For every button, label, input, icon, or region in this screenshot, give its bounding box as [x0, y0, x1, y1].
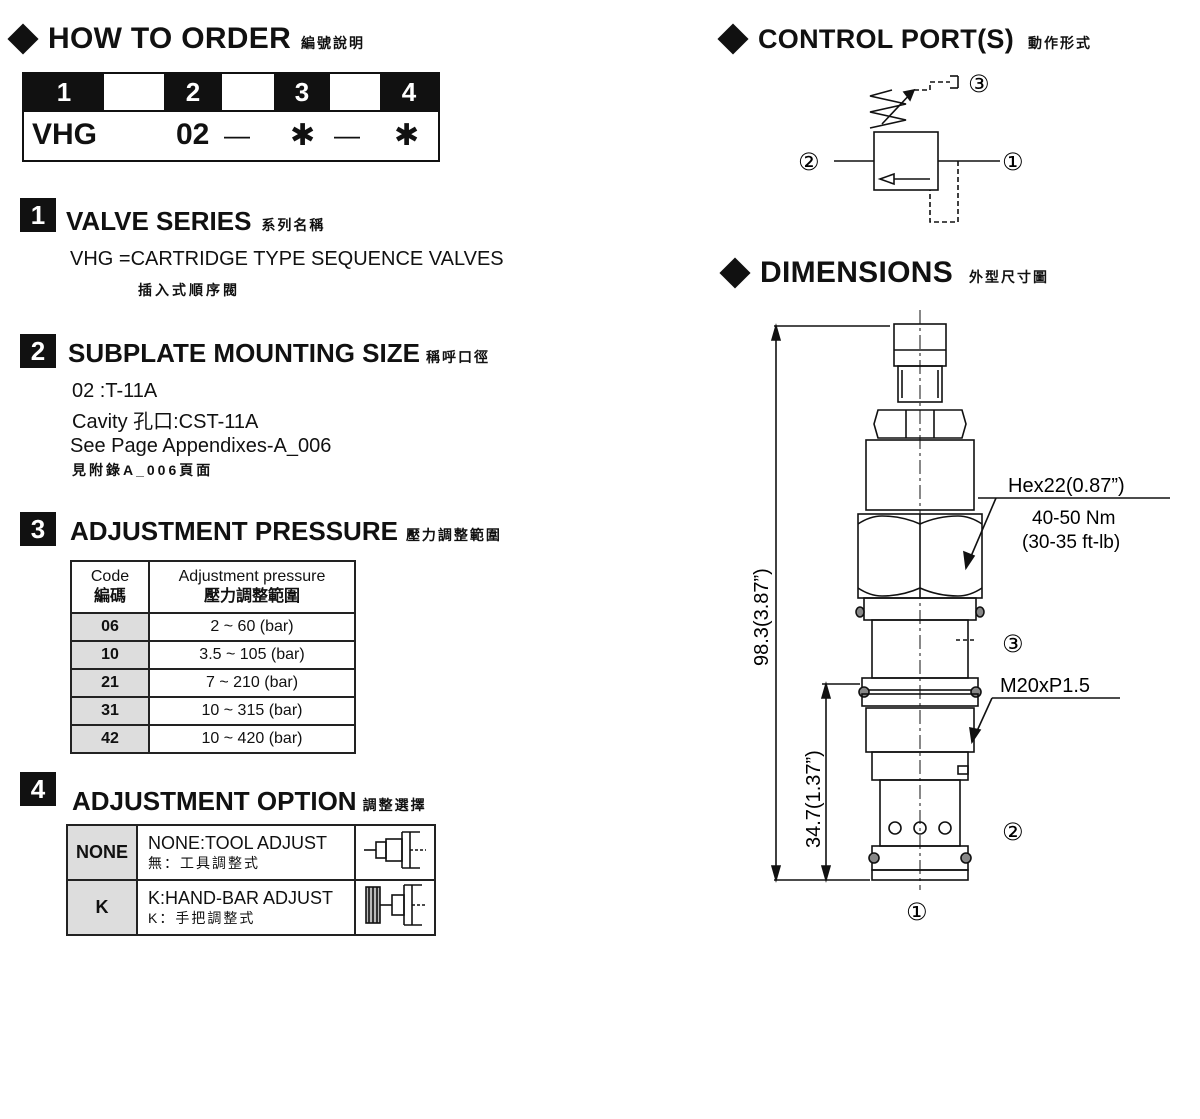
control-port-symbol: ③ ② ① [798, 70, 1024, 223]
thread-label: M20xP1.5 [1000, 675, 1090, 697]
pressure-table-header-range: Adjustment pressure 壓力調整範圍 [148, 560, 356, 614]
order-code-box: 1 2 3 4 VHG 02 — ✱ — ✱ [22, 72, 440, 162]
port-2-label: ② [1002, 818, 1024, 846]
valve-series-desc-cn: 插入式順序閥 [138, 282, 240, 298]
diamond-bullet-icon [7, 23, 39, 55]
tool-adjust-icon [364, 831, 426, 869]
order-slot-3: 3 [274, 74, 330, 110]
section-number-1: 1 [20, 198, 56, 232]
order-slot-4: 4 [380, 74, 438, 110]
port-2-label: ② [798, 148, 820, 176]
table-row: NONE NONE:TOOL ADJUST 無：工具調整式 [66, 824, 436, 881]
section-number-3: 3 [20, 512, 56, 546]
order-slot-2: 2 [164, 74, 222, 110]
table-row: K K:HAND-BAR ADJUST K：手把調整式 [66, 879, 436, 936]
subplate-appendix: See Page Appendixes-A_006 [70, 435, 332, 457]
hex-size-label: Hex22(0.87”) [1008, 475, 1125, 497]
torque-label: 40-50 Nm [1032, 508, 1115, 529]
diamond-bullet-icon [719, 257, 751, 289]
port-1-label: ① [1002, 148, 1024, 176]
order-code-size: 02 [176, 118, 210, 151]
hand-bar-icon [365, 884, 426, 926]
option-table: NONE NONE:TOOL ADJUST 無：工具調整式 K [66, 824, 436, 936]
port-1-label: ① [906, 898, 928, 926]
port-3-label: ③ [1002, 630, 1024, 658]
port-3-label: ③ [968, 70, 990, 98]
valve-series-desc: VHG =CARTRIDGE TYPE SEQUENCE VALVES [70, 248, 504, 270]
diamond-bullet-icon [717, 23, 749, 55]
order-code-pressure: ✱ [290, 119, 316, 152]
section-number-2: 2 [20, 334, 56, 368]
torque-imperial-label: (30-35 ft-lb) [1022, 532, 1120, 553]
order-code-dash: — [224, 120, 250, 150]
valve-dimension-drawing: Hex22(0.87”) 40-50 Nm (30-35 ft-lb) M20x… [751, 310, 1170, 926]
lower-length-label: 34.7(1.37”) [803, 750, 825, 848]
subplate-size: 02 :T-11A [72, 380, 158, 402]
subplate-appendix-cn: 見附錄A_006頁面 [72, 462, 214, 478]
overall-length-label: 98.3(3.87”) [751, 568, 773, 666]
order-slot-1: 1 [24, 74, 104, 110]
section-number-4: 4 [20, 772, 56, 806]
subplate-cavity: Cavity 孔口:CST-11A [72, 411, 259, 433]
order-code-dash: — [334, 120, 360, 150]
pressure-table-header-code: Code 編碼 [70, 560, 150, 614]
control-ports-heading: CONTROL PORT(S)動作形式 [716, 23, 1092, 55]
order-code-option: ✱ [394, 119, 420, 152]
order-code-series: VHG [32, 118, 98, 151]
